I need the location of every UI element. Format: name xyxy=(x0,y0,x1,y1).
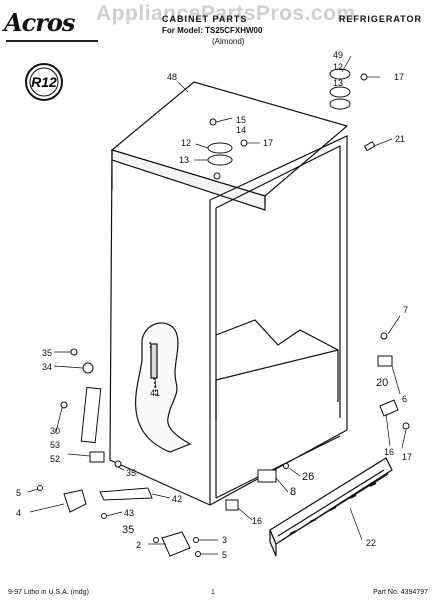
part-number: 53 xyxy=(50,440,60,450)
model-label: For Model: TS25CFXHW00 xyxy=(162,26,263,35)
part-number: 22 xyxy=(366,538,376,548)
color-label: (Almond) xyxy=(212,37,245,46)
footer-part-number: Part No. 4394797 xyxy=(373,589,428,596)
part-number: 48 xyxy=(167,72,177,82)
part-number: 7 xyxy=(403,305,408,315)
part-number: 4 xyxy=(16,508,21,518)
part-number: 26 xyxy=(302,471,314,483)
kickplate-grille xyxy=(269,457,393,557)
part-number: 3 xyxy=(222,535,227,545)
part-number: 20 xyxy=(376,377,388,389)
part-number: 12 xyxy=(181,138,191,148)
part-number: 8 xyxy=(290,486,296,498)
leader-lines xyxy=(27,55,407,555)
logo-underline xyxy=(6,40,98,42)
part-number: 34 xyxy=(42,362,52,372)
footer-page-number: 1 xyxy=(211,589,215,596)
part-number: 14 xyxy=(236,125,246,135)
part-number: 52 xyxy=(50,454,60,464)
part-number: 21 xyxy=(395,134,405,144)
part-number: 16 xyxy=(384,447,394,457)
part-number: 5 xyxy=(222,550,227,560)
part-number: 17 xyxy=(394,72,404,82)
footer-printed: 9-97 Litho in U.S.A. (mdg) xyxy=(8,589,89,596)
part-number: 17 xyxy=(402,452,412,462)
part-number: 2 xyxy=(136,540,141,550)
part-number: 17 xyxy=(263,138,273,148)
part-number: 49 xyxy=(333,50,343,60)
header: Acros AppliancePartsPros.com CABINET PAR… xyxy=(0,0,434,60)
part-number: 5 xyxy=(16,488,21,498)
part-number: 12 xyxy=(333,62,343,72)
left-parts xyxy=(37,348,201,557)
right-lower-hinge xyxy=(377,332,410,430)
part-number: 41 xyxy=(150,388,160,398)
part-number: 35 xyxy=(42,348,52,358)
page-title: CABINET PARTS xyxy=(162,14,248,24)
top-hinge-center xyxy=(207,118,248,180)
brand-logo: Acros xyxy=(4,8,75,37)
watermark: AppliancePartsPros.com xyxy=(96,2,356,25)
part-number: 13 xyxy=(179,155,189,165)
part-number: 15 xyxy=(236,115,246,125)
section-label: REFRIGERATOR xyxy=(338,14,422,24)
r12-badge-text: R12 xyxy=(31,74,57,90)
top-hinge-right xyxy=(329,68,376,152)
bottom-parts xyxy=(225,463,289,511)
part-number: 6 xyxy=(402,394,407,404)
part-number: 30 xyxy=(50,426,60,436)
part-number: 35 xyxy=(122,524,134,536)
part-number: 16 xyxy=(252,516,262,526)
r12-badge: R12 xyxy=(25,63,63,101)
part-number: 35 xyxy=(126,468,136,478)
part-number: 13 xyxy=(333,78,343,88)
part-number: 42 xyxy=(172,494,182,504)
cabinet-body xyxy=(109,81,349,506)
part-number: 43 xyxy=(124,508,134,518)
